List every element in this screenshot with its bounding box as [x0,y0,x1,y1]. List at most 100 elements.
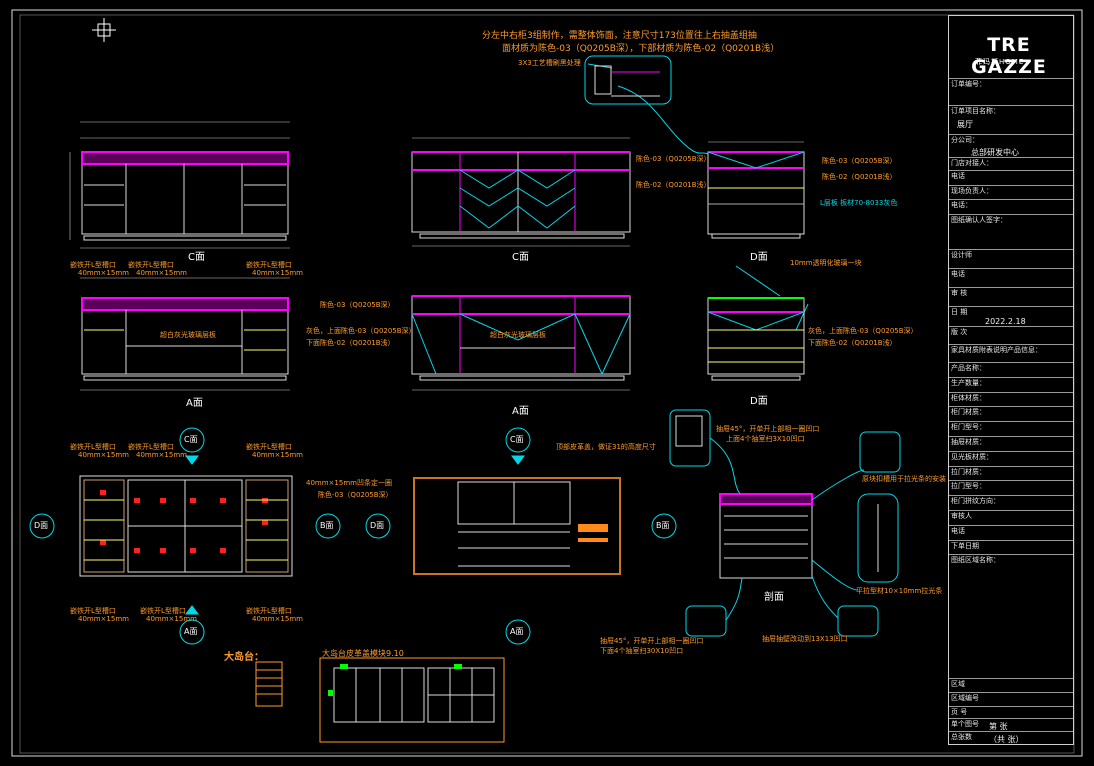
title-block-row: 电话 [949,525,1073,538]
side-note-5: 抽屉45°，开单开上部相一圈凹口 [600,637,704,645]
elevation-a-middle [411,295,631,391]
title-block-row: 柜体材质： [949,392,1073,405]
plan-size-9: 40mm×15mm [252,615,303,623]
title-block-label: 订单编号： [951,80,986,88]
title-block-label: 电话 [951,172,965,180]
elevation-c-middle [411,137,631,247]
plan-label-b-left: B面 [320,521,334,530]
plan-right-note: 40mm×15mm凹条定一圈 [306,479,392,487]
title-block-label: 门店对接人： [951,159,993,167]
title-block-row: 产品名称： [949,362,1073,375]
title-block-label: 柜门型号： [951,423,986,431]
floor-note: 顶部皮革盖，做证31的高度尺寸 [556,443,656,451]
title-block-row: 区域编号 [949,692,1073,705]
plan-note-8: 嵌铁开L型槽口 [140,607,186,615]
plan-note-7: 嵌铁开L型槽口 [70,607,116,615]
title-block-value: 总部研发中心 [971,148,1019,157]
title-block-row: 生产数量： [949,377,1073,390]
c-view-label1: 陈色-03（Q0205B深） [636,155,711,163]
title-block-row: 单个图号 [949,718,1073,731]
title-block-label: 页 号 [951,708,968,716]
view-label-d2: D面 [750,396,768,407]
title-block-row: 订单项目名称： [949,105,1073,118]
plan-size-2: 40mm×15mm [136,269,187,277]
title-block-row: 现场负责人： [949,185,1073,198]
plan-label-a-left: A面 [184,627,198,636]
title-block-row: 拉门型号： [949,480,1073,493]
title-block-row: 柜门拼纹方向： [949,495,1073,508]
view-label-a1: A面 [186,398,203,409]
side-note-4: 平拉型材10×10mm拉光条 [856,587,943,595]
title-block-row: 电话： [949,199,1073,212]
elevation-d-middle [707,297,805,381]
plan-note-9: 嵌铁开L型槽口 [246,607,292,615]
title-block-label: 生产数量： [951,379,986,387]
d-view-right-label2: 下面陈色-02（Q0201B浅） [808,339,897,347]
title-block-label: 产品名称： [951,364,986,372]
top-note-line2: 面材质为陈色-03（Q0205B深），下部材质为陈色-02（Q0201B浅） [502,44,780,54]
title-block-label: 订单项目名称： [951,107,1000,115]
title-block-label: 图纸确认人签字： [951,216,1007,224]
title-block-label: 区域编号 [951,694,979,702]
plan-label-b-mid: B面 [656,521,670,530]
plan-size-6: 40mm×15mm [252,451,303,459]
view-label-a2: A面 [512,406,529,417]
title-block-row: 图纸区域名称： [949,554,1073,567]
plan-note-5: 嵌铁开L型槽口 [128,443,174,451]
title-block-row: 总张数 [949,731,1073,744]
d-view-label2: 陈色-02（Q0201B浅） [822,173,897,181]
plan-view-left [29,427,341,645]
brand-logo: TRE GAZZE [971,34,1047,78]
view-label-d1: D面 [750,252,768,263]
plan-note-1: 嵌铁开L型槽口 [70,261,116,269]
title-block-label: 家具材质附表说明产品信息： [951,346,1042,354]
plan-label-a-mid: A面 [510,627,524,636]
title-block-label: 柜体材质： [951,394,986,402]
plan-label-c-left: C面 [184,435,198,444]
glass-note: 10mm透明化玻璃一块 [790,259,862,267]
title-block-label: 单个图号 [951,720,979,728]
title-block-label: 现场负责人： [951,187,993,195]
title-block-row: 页 号 [949,706,1073,719]
d-view-label3: L层板 板材70-8033灰色 [820,199,898,207]
title-block-row: 电话 [949,170,1073,183]
big-island-label: 大岛台： [224,652,264,663]
plan-label-c-mid: C面 [510,435,524,444]
a-view-front-label: 超白灰光玻璃层板 [160,331,216,339]
d-view-label1: 陈色-03（Q0205B深） [822,157,897,165]
title-block-label: 图纸区域名称： [951,556,1000,564]
section-view [669,409,901,637]
view-label-c1: C面 [188,252,205,263]
title-block-row: 家具材质附表说明产品信息： [949,344,1073,357]
plan-size-3: 40mm×15mm [252,269,303,277]
title-block-label: 总张数 [951,733,972,741]
title-block-label: 抽屉材质： [951,438,986,446]
plan-note-6: 嵌铁开L型槽口 [246,443,292,451]
inner-frame [19,14,1075,754]
title-block-row: 见光板材质： [949,451,1073,464]
title-block-row: 区域 [949,678,1073,691]
elevation-d-top [707,141,805,239]
plan-size-4: 40mm×15mm [78,451,129,459]
title-block-value: 展厅 [957,120,973,129]
side-note-7: 抽屉抽壁改动到13X13凹口 [762,635,848,643]
detail-callout-top [584,55,672,105]
plan-note-2: 嵌铁开L型槽口 [128,261,174,269]
title-block-row: 下单日期 [949,540,1073,553]
leather-module [319,657,505,743]
title-block-label: 电话 [951,270,965,278]
title-block-row: 审 核 [949,287,1073,300]
plan-size-7: 40mm×15mm [78,615,129,623]
a-view-right-label2: 下面陈色-02（Q0201B浅） [306,339,395,347]
view-label-section: 剖面 [764,592,784,603]
title-block-row: 设计师 [949,249,1073,262]
title-block-row: 日 期 [949,306,1073,319]
plan-note-3: 嵌铁开L型槽口 [246,261,292,269]
a-view-right-label1: 灰色，上面陈色-03（Q0205B深） [306,327,416,335]
a-view-top-label: 陈色-03（Q0205B深） [320,301,395,309]
title-block-label: 见光板材质： [951,453,993,461]
title-block-label: 区域 [951,680,965,688]
title-block-label: 分公司： [951,136,979,144]
plan-note-4: 嵌铁开L型槽口 [70,443,116,451]
title-block-label: 设计师 [951,251,972,259]
